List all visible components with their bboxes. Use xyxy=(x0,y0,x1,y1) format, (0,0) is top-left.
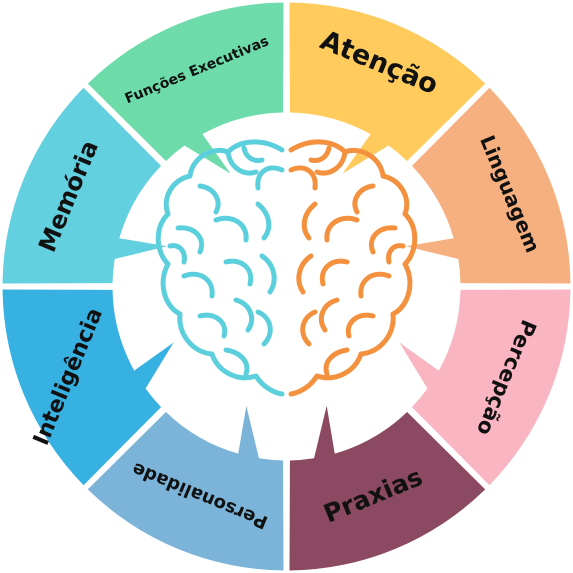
segment-inteligencia: Inteligência xyxy=(2,289,174,486)
segment-shape-personalidade xyxy=(87,405,284,571)
segment-linguagem: Linguagem xyxy=(405,87,571,284)
segment-shape-praxias xyxy=(289,405,486,571)
segment-personalidade: Personalidade xyxy=(87,405,284,571)
brain-left-hemisphere xyxy=(155,139,285,397)
brain-right-hemisphere xyxy=(288,139,418,397)
segment-shape-atencao xyxy=(289,2,486,174)
segment-praxias: Praxias xyxy=(289,405,486,571)
segment-shape-funcoes xyxy=(87,2,284,174)
segment-shape-memoria xyxy=(2,87,168,284)
brain-illustration xyxy=(155,139,418,397)
segment-funcoes: Funções Executivas xyxy=(87,2,284,174)
segment-atencao: Atenção xyxy=(289,2,486,174)
segment-memoria: Memória xyxy=(2,87,168,284)
segment-shape-percepcao xyxy=(399,289,571,486)
segment-shape-inteligencia xyxy=(2,289,174,486)
segment-percepcao: Percepção xyxy=(399,289,571,486)
segment-shape-linguagem xyxy=(405,87,571,284)
